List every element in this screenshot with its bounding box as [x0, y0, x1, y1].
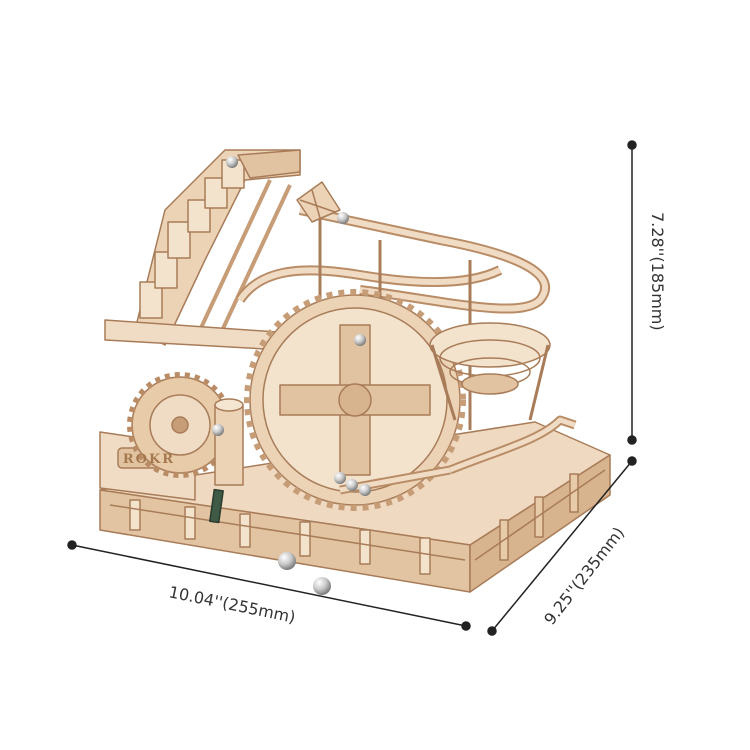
lower-track: [339, 415, 577, 495]
marble: [212, 424, 224, 436]
top-crate: [296, 181, 341, 223]
marble: [337, 212, 349, 224]
width-label: 10.04''(255mm): [167, 582, 297, 627]
height-label: 7.28''(185mm): [648, 212, 667, 331]
marble: [346, 479, 358, 491]
marble: [278, 552, 296, 570]
spiral-funnel: [429, 322, 551, 421]
marble: [226, 156, 238, 168]
marbles: [212, 156, 371, 595]
marble: [354, 334, 366, 346]
stair-tower: [134, 149, 301, 346]
marble-run-model: [99, 149, 611, 593]
product-logo: ROKR: [123, 452, 175, 467]
marble: [359, 484, 371, 496]
crank-cylinder: [214, 398, 244, 486]
dimension-depth: [487, 456, 637, 636]
dimension-height: [627, 140, 637, 445]
marble: [313, 577, 331, 595]
dimension-width: [67, 540, 471, 631]
large-gear: [244, 289, 466, 511]
green-tube: [209, 488, 224, 524]
marble: [334, 472, 346, 484]
depth-label: 9.25''(235mm): [540, 523, 628, 628]
